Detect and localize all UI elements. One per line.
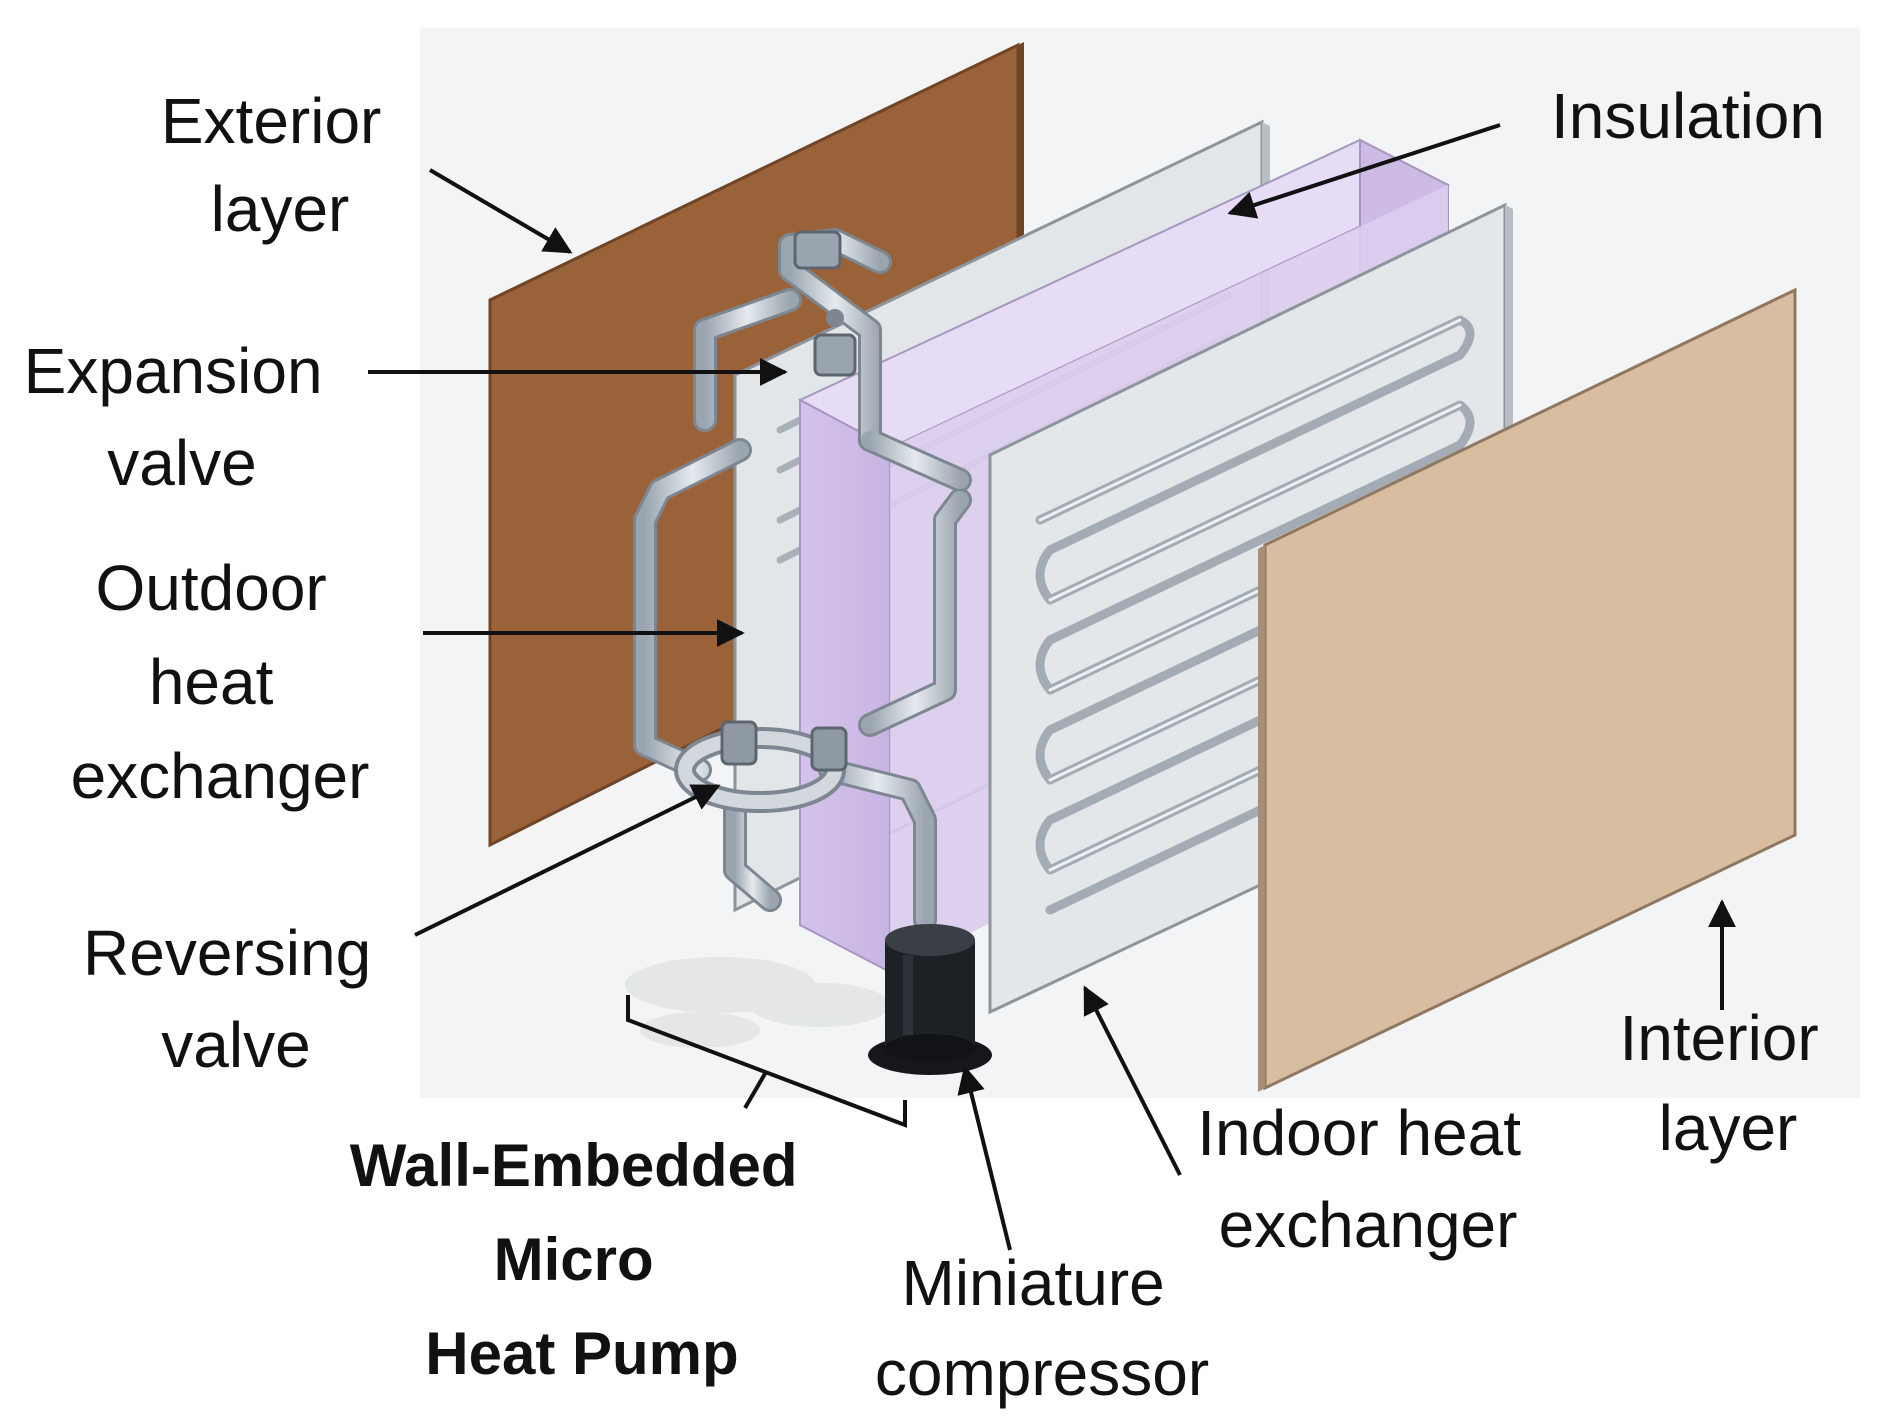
arrow-indoor-heat-exchanger <box>1083 985 1182 1176</box>
expansion-valve <box>793 230 857 377</box>
arrow-reversing-valve <box>414 784 721 937</box>
label-miniature-compressor: Miniature compressor <box>875 1247 1209 1409</box>
label-arrows <box>368 123 1736 1251</box>
labels: Exterior layer Insulation Expansion valv… <box>24 80 1837 1409</box>
reversing-valve <box>674 720 848 813</box>
arrow-exterior-layer <box>428 168 573 254</box>
miniature-compressor <box>868 924 992 1075</box>
label-exterior-layer: Exterior layer <box>161 85 399 245</box>
interior-layer-edge <box>1258 545 1265 1092</box>
label-outdoor-heat-exchanger: Outdoor heat exchanger <box>71 552 370 812</box>
arrow-miniature-compressor <box>957 1065 1012 1251</box>
label-expansion-valve: Expansion valve <box>24 335 341 499</box>
refrigerant-piping <box>633 228 972 932</box>
label-wall-embedded-micro-heat-pump: Wall-Embedded Micro Heat Pump <box>350 1132 814 1387</box>
label-insulation: Insulation <box>1551 80 1825 152</box>
label-interior-layer: Interior layer <box>1620 1002 1837 1164</box>
label-indoor-heat-exchanger: Indoor heat exchanger <box>1197 1097 1539 1261</box>
pump-shadow <box>625 957 890 1048</box>
insulation-front-face <box>799 398 891 974</box>
arrow-insulation <box>1227 123 1501 219</box>
label-reversing-valve: Reversing valve <box>83 917 389 1081</box>
